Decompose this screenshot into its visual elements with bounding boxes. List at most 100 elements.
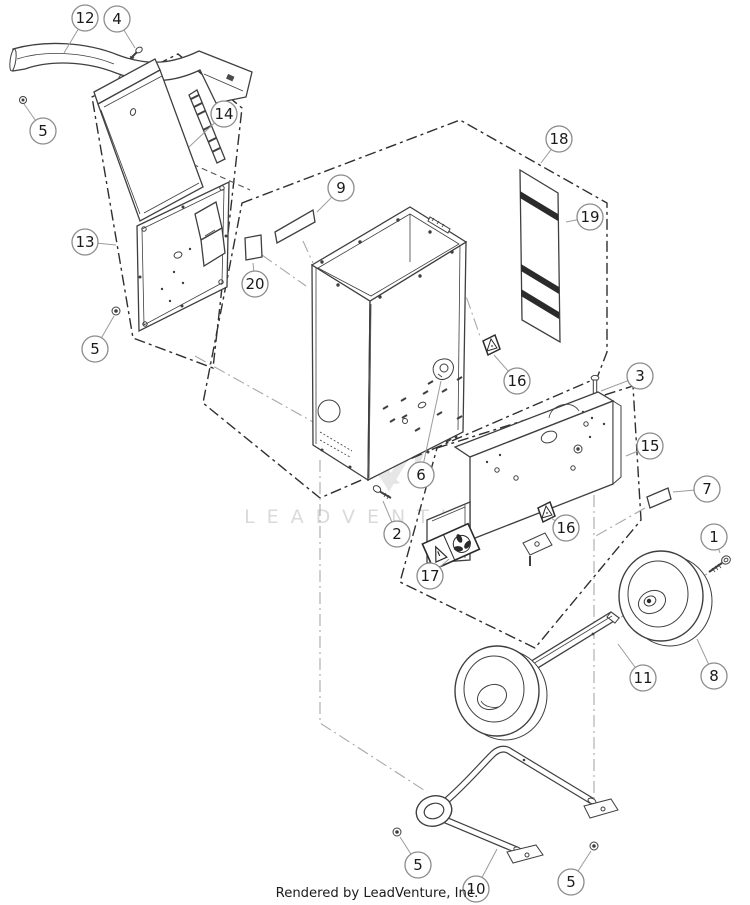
callout-14[interactable]: 14 [188, 100, 238, 148]
footer-credit: Rendered by LeadVenture, Inc. [276, 886, 479, 901]
callout-12[interactable]: 12 [63, 4, 99, 54]
callout-bubble[interactable] [552, 514, 580, 542]
part-wheel-left [454, 645, 548, 741]
callout-number: 19 [580, 208, 599, 226]
callout-19[interactable]: 19 [565, 203, 604, 231]
callout-8[interactable]: 8 [696, 638, 728, 690]
callout-leader-line [493, 354, 509, 372]
part-chute-panel [93, 58, 204, 222]
impeller-icon [452, 534, 471, 553]
callout-leader-line [382, 500, 393, 523]
callout-leader-line [718, 549, 721, 554]
callout-bubble[interactable] [545, 125, 573, 153]
callout-bubble[interactable] [71, 4, 99, 32]
callout-bubble[interactable] [81, 335, 109, 363]
callout-leader-line [600, 380, 629, 392]
callout-bubble[interactable] [103, 5, 131, 33]
callout-4[interactable]: 4 [103, 5, 136, 49]
callout-number: 5 [38, 122, 48, 140]
callout-3[interactable]: 3 [600, 362, 654, 392]
part-nut-5b [111, 306, 121, 316]
callout-number: 16 [507, 372, 526, 390]
callout-number: 8 [709, 667, 719, 685]
callout-number: 7 [702, 480, 712, 498]
callout-6[interactable]: 6 [407, 380, 442, 489]
callout-leader-line [625, 450, 639, 457]
part-nut-5d [589, 841, 599, 851]
part-back-panel-13 [136, 180, 230, 333]
callout-leader-line [439, 558, 450, 568]
callout-2[interactable]: 2 [382, 500, 411, 548]
callout-5[interactable]: 5 [399, 836, 432, 879]
callout-11[interactable]: 11 [617, 643, 657, 692]
callout-bubble[interactable] [404, 851, 432, 879]
callout-leader-line [696, 638, 710, 665]
callout-bubble[interactable] [629, 664, 657, 692]
callout-bubble[interactable] [241, 270, 269, 298]
callout-leader-line [550, 517, 556, 522]
callout-9[interactable]: 9 [316, 174, 355, 213]
callout-bubble[interactable] [407, 461, 435, 489]
callout-bubble[interactable] [503, 367, 531, 395]
callout-bubble[interactable] [210, 100, 238, 128]
callout-leader-line [399, 836, 412, 855]
callout-number: 3 [635, 367, 645, 385]
callout-bubble[interactable] [700, 523, 728, 551]
callout-bubble[interactable] [71, 228, 99, 256]
part-keyhole-plate-6 [432, 358, 454, 381]
callout-number: 9 [336, 179, 346, 197]
callout-16[interactable]: 16 [493, 354, 531, 395]
part-warning-decal-16b [537, 500, 556, 524]
callout-bubble[interactable] [636, 432, 664, 460]
callout-5[interactable]: 5 [557, 850, 592, 896]
callout-leader-line [565, 219, 578, 223]
callout-leader-line [97, 242, 117, 246]
callout-5[interactable]: 5 [23, 103, 57, 145]
callout-number: 15 [640, 437, 659, 455]
callout-13[interactable]: 13 [71, 228, 117, 256]
callout-number: 14 [214, 105, 233, 123]
callout-leader-line [101, 315, 115, 338]
callout-leader-line [23, 103, 36, 121]
callout-bubble[interactable] [700, 662, 728, 690]
callout-number: 5 [90, 340, 100, 358]
callout-bubble[interactable] [29, 117, 57, 145]
part-decal-7 [646, 487, 672, 509]
callout-bubble[interactable] [626, 362, 654, 390]
part-wheel-right-8 [618, 550, 713, 647]
handle-foot-right [583, 798, 619, 819]
callout-bubble[interactable] [462, 875, 490, 903]
callout-bubble[interactable] [693, 475, 721, 503]
callout-bubble[interactable] [416, 562, 444, 590]
callout-15[interactable]: 15 [625, 432, 664, 460]
callout-10[interactable]: 10 [462, 848, 498, 903]
callout-number: 20 [245, 275, 264, 293]
callout-number: 13 [75, 233, 94, 251]
callout-17[interactable]: 17 [416, 558, 450, 590]
callout-20[interactable]: 20 [241, 262, 269, 298]
callout-16[interactable]: 16 [550, 514, 580, 542]
handle-mount-hole [226, 73, 235, 82]
part-decal-9 [274, 208, 316, 245]
callout-bubble[interactable] [383, 520, 411, 548]
part-warning-decal-16a [482, 333, 501, 357]
callout-7[interactable]: 7 [672, 475, 721, 503]
part-bolt-5a [19, 96, 27, 104]
callout-number: 5 [566, 873, 576, 891]
callout-bubble[interactable] [576, 203, 604, 231]
boundary-housing-assembly [202, 119, 608, 499]
callout-number: 12 [75, 9, 94, 27]
callout-leader-line [63, 28, 79, 54]
callout-number: 5 [413, 856, 423, 874]
callout-bubble[interactable] [557, 868, 585, 896]
callout-number: 4 [112, 10, 122, 28]
part-warning-label-17 [421, 522, 481, 571]
callout-leader-line [540, 149, 552, 164]
callout-18[interactable]: 18 [540, 125, 573, 164]
callout-bubble[interactable] [327, 174, 355, 202]
callout-1[interactable]: 1 [700, 523, 728, 554]
part-bolt-1 [708, 555, 731, 573]
callout-5[interactable]: 5 [81, 315, 115, 363]
callout-leader-line [423, 380, 442, 463]
